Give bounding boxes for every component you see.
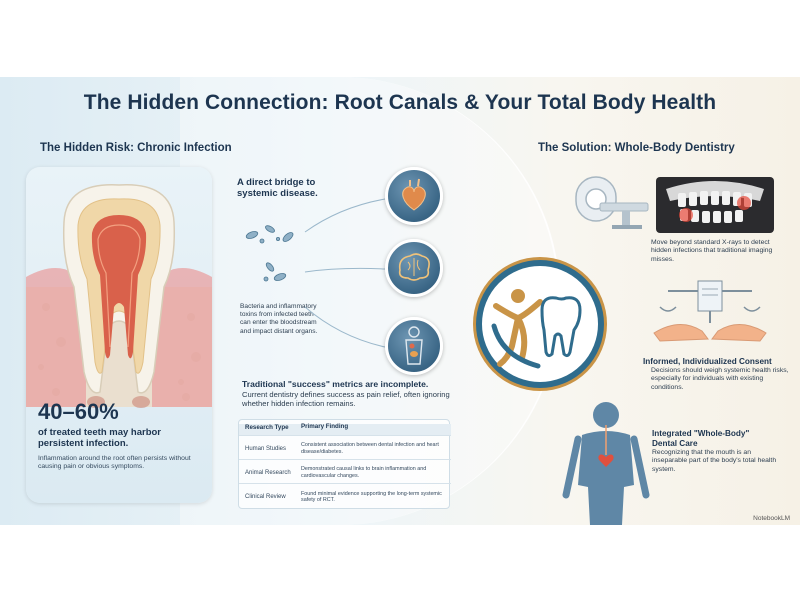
stat-value: 40–60% (38, 399, 119, 424)
table-header-cell: Research Type (245, 424, 289, 431)
integrated-care-description: Recognizing that the mouth is an insepar… (652, 449, 777, 473)
bacteria-cluster-icon (263, 262, 287, 282)
integrated-care-heading: Integrated "Whole-Body" Dental Care (652, 429, 750, 448)
central-logo (476, 260, 604, 388)
balance-scale-icon (653, 280, 767, 342)
stat-block: 40–60% of treated teeth may harbor persi… (38, 399, 208, 471)
metrics-text: Current dentistry defines success as pai… (242, 390, 450, 408)
tooth-cross-section-illustration (26, 184, 212, 408)
table-cell: Found minimal evidence supporting the lo… (301, 490, 442, 503)
left-section-title: The Hidden Risk: Chronic Infection (40, 142, 232, 154)
table-header-row: Research Type Primary Finding (239, 423, 451, 436)
consent-description: Decisions should weigh systemic health r… (651, 367, 789, 391)
research-table: Research Type Primary Finding Human Stud… (238, 419, 451, 509)
page-title: The Hidden Connection: Root Canals & You… (83, 91, 717, 114)
connector-lines (304, 198, 386, 348)
body-organs-icon (385, 317, 443, 375)
table-cell: Animal Research (245, 469, 291, 476)
table-row: Animal Research Demonstrated causal link… (239, 462, 451, 484)
table-cell: Human Studies (245, 445, 287, 452)
metrics-heading: Traditional "success" metrics are incomp… (242, 379, 429, 389)
ct-scanner-icon (575, 176, 649, 229)
person-and-tooth-icon (491, 289, 582, 369)
table-cell: Clinical Review (245, 494, 286, 500)
xray-description: Move beyond standard X-rays to detect hi… (651, 239, 773, 263)
stat-label: of treated teeth may harbor persistent i… (38, 427, 161, 449)
tooth-panel: 40–60% of treated teeth may harbor persi… (26, 167, 212, 503)
heart-icon (385, 167, 443, 225)
stat-note: Inflammation around the root often persi… (38, 455, 191, 470)
table-cell: Consistent association between dental in… (301, 442, 439, 455)
body-figure-icon (562, 402, 650, 525)
xray-image (656, 177, 774, 233)
consent-heading: Informed, Individualized Consent (643, 357, 772, 366)
right-section-title: The Solution: Whole-Body Dentistry (538, 142, 735, 154)
infographic: The Hidden Connection: Root Canals & You… (0, 77, 800, 525)
table-row: Clinical Review Found minimal evidence s… (239, 486, 451, 508)
bacteria-icon (245, 225, 294, 244)
table-row: Human Studies Consistent association bet… (239, 438, 451, 460)
brain-icon (385, 239, 443, 297)
notebooklm-credit: NotebookLM (753, 515, 790, 522)
table-header-cell: Primary Finding (301, 423, 349, 430)
bridge-heading: A direct bridge to systemic disease. (237, 177, 318, 199)
bacteria-description: Bacteria and inflammatory toxins from in… (240, 303, 318, 335)
table-cell: Demonstrated causal links to brain infla… (301, 466, 427, 479)
